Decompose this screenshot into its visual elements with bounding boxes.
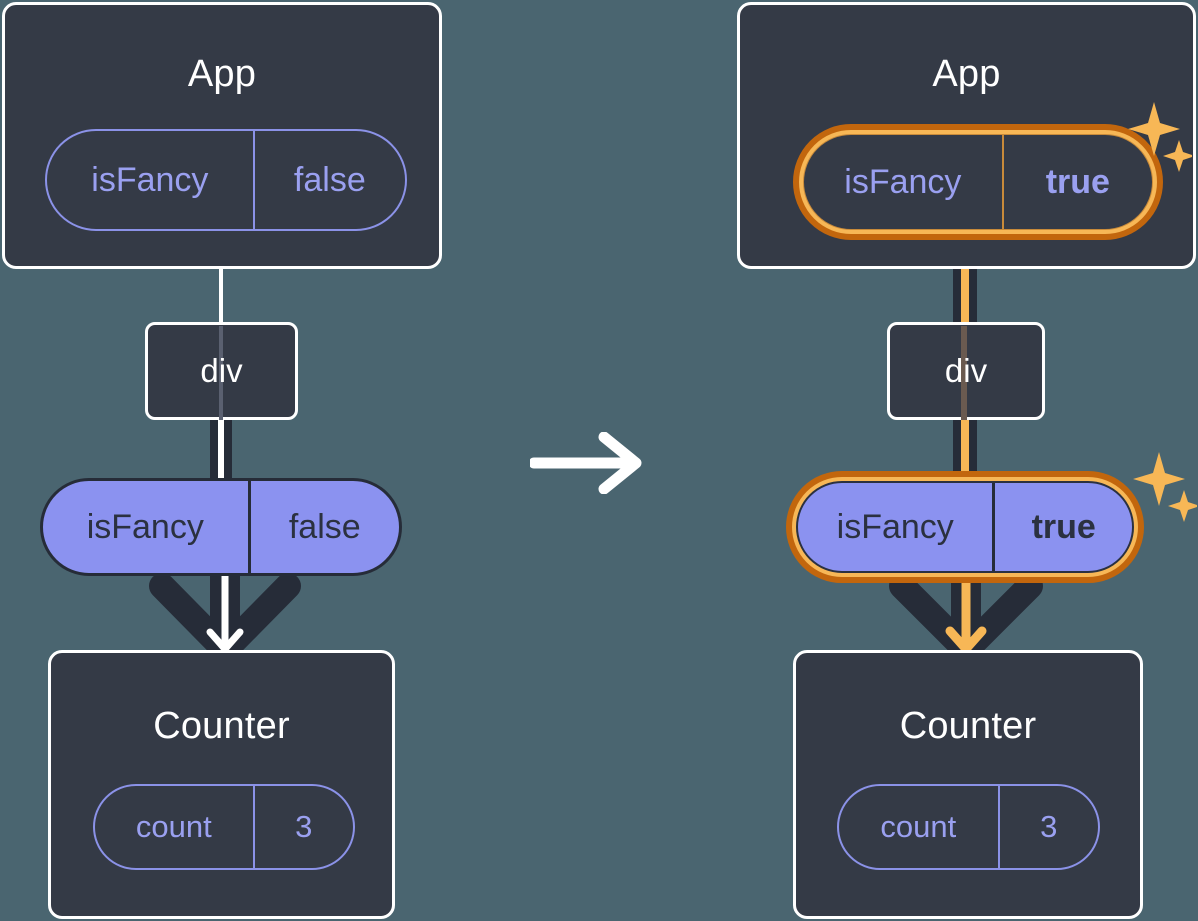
panel-app-title-before: App	[187, 53, 257, 95]
sparkle-icon-prop	[1133, 448, 1197, 528]
prop-pill-value: false	[247, 481, 399, 573]
prop-pill-value: true	[992, 483, 1132, 571]
sparkle-icon-app	[1128, 98, 1192, 178]
prop-pill-isfancy-after[interactable]: isFancy true	[795, 480, 1135, 574]
state-pill-count-after[interactable]: count 3	[837, 784, 1100, 870]
connector-div-to-pill-before-core	[218, 416, 224, 480]
connector-through-div-after	[961, 326, 967, 420]
transition-arrow-right-icon	[528, 431, 645, 495]
state-pill-name: count	[880, 809, 957, 844]
state-pill-isfancy-app-after[interactable]: isFancy true	[802, 133, 1154, 231]
state-pill-value: 3	[252, 786, 353, 868]
prop-pill-name: isFancy	[86, 507, 204, 546]
node-div-label: div	[200, 352, 243, 389]
state-pill-isfancy-app-before[interactable]: isFancy false	[45, 129, 407, 231]
state-pill-value: true	[1001, 135, 1152, 229]
panel-counter-title-after: Counter	[899, 705, 1037, 747]
state-pill-name: isFancy	[844, 162, 962, 201]
panel-counter-title-before: Counter	[153, 705, 290, 747]
arrow-prop-to-counter-after	[880, 570, 1052, 670]
panel-app-title-after: App	[932, 53, 1001, 95]
state-pill-value: 3	[997, 786, 1098, 868]
panel-app-before: App isFancy false	[2, 2, 442, 269]
prop-pill-isfancy-before[interactable]: isFancy false	[40, 478, 402, 576]
connector-through-div-before	[219, 326, 223, 420]
connector-app-to-div-after-core	[961, 212, 969, 326]
state-pill-name: count	[135, 809, 212, 844]
arrow-prop-to-counter-before	[140, 570, 310, 670]
state-pill-value: false	[252, 131, 405, 229]
prop-pill-name: isFancy	[836, 507, 954, 546]
connector-app-to-div-before	[219, 268, 223, 326]
panel-counter-after: Counter count 3	[793, 650, 1143, 919]
connector-div-to-pill-after-core	[961, 416, 969, 482]
node-div-label: div	[944, 352, 988, 389]
state-pill-count-before[interactable]: count 3	[93, 784, 355, 870]
panel-counter-before: Counter count 3	[48, 650, 395, 919]
state-pill-name: isFancy	[91, 160, 209, 199]
